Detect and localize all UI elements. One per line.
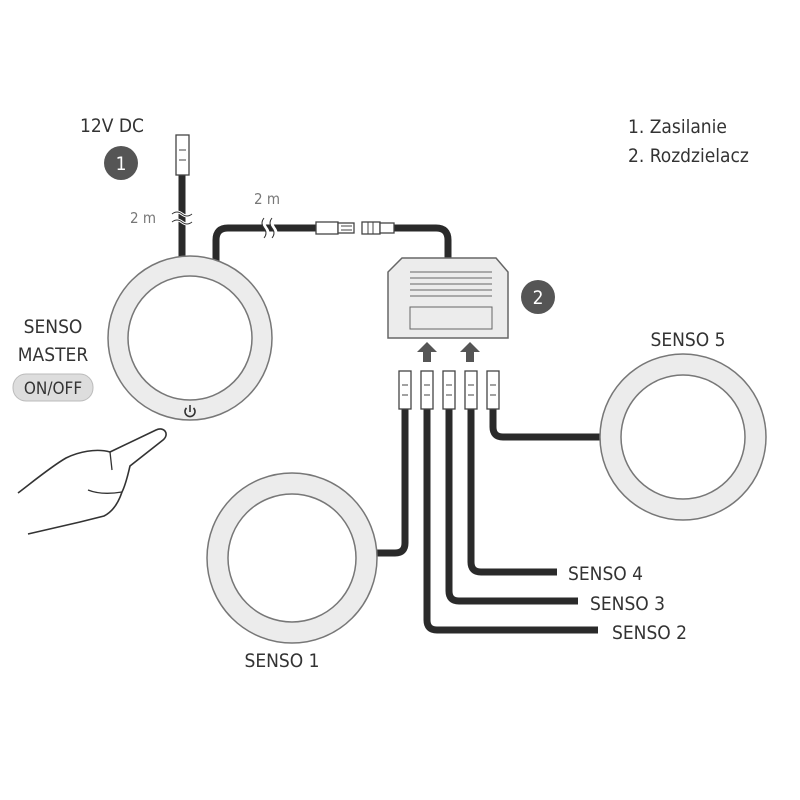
senso4-label: SENSO 4 [568,563,643,585]
cable-break-icon [262,217,278,239]
senso-master-light[interactable] [107,255,273,421]
senso1-cable [376,408,409,557]
badge-2 [521,280,555,314]
on-off-label: ON/OFF [24,379,82,399]
badge-1 [104,146,138,180]
power-plug-icon [175,134,190,176]
senso1-light [206,472,378,644]
senso3-cable [445,408,578,605]
master-label-line2: MASTER [18,344,89,366]
badge-2-number: 2 [533,287,544,309]
output-plugs [398,370,500,410]
senso4-cable [467,408,557,576]
power-icon[interactable] [184,405,196,418]
senso1-label: SENSO 1 [244,650,319,672]
arrow-up-icon [417,342,437,362]
cable-length-label: 2 m [254,190,280,208]
power-label: 12V DC [80,115,144,137]
splitter-input-cable [394,224,452,262]
connector-male-icon [315,221,355,235]
legend-item-2: 2. Rozdzielacz [628,145,749,167]
master-to-splitter-cable [212,224,318,262]
senso5-cable [489,408,602,441]
hand-pointer-icon [17,428,167,535]
cable-length-label: 2 m [130,209,156,227]
master-label-line1: SENSO [24,316,83,338]
senso2-cable [423,408,598,634]
senso2-label: SENSO 2 [612,622,687,644]
splitter-box [387,257,509,339]
senso3-label: SENSO 3 [590,593,665,615]
connector-female-icon [361,221,395,235]
senso5-label: SENSO 5 [650,329,725,351]
arrow-up-icon [460,342,480,362]
on-off-pill [12,373,94,402]
senso5-light [599,353,767,521]
badge-1-number: 1 [116,153,127,175]
legend-item-1: 1. Zasilanie [628,116,727,138]
